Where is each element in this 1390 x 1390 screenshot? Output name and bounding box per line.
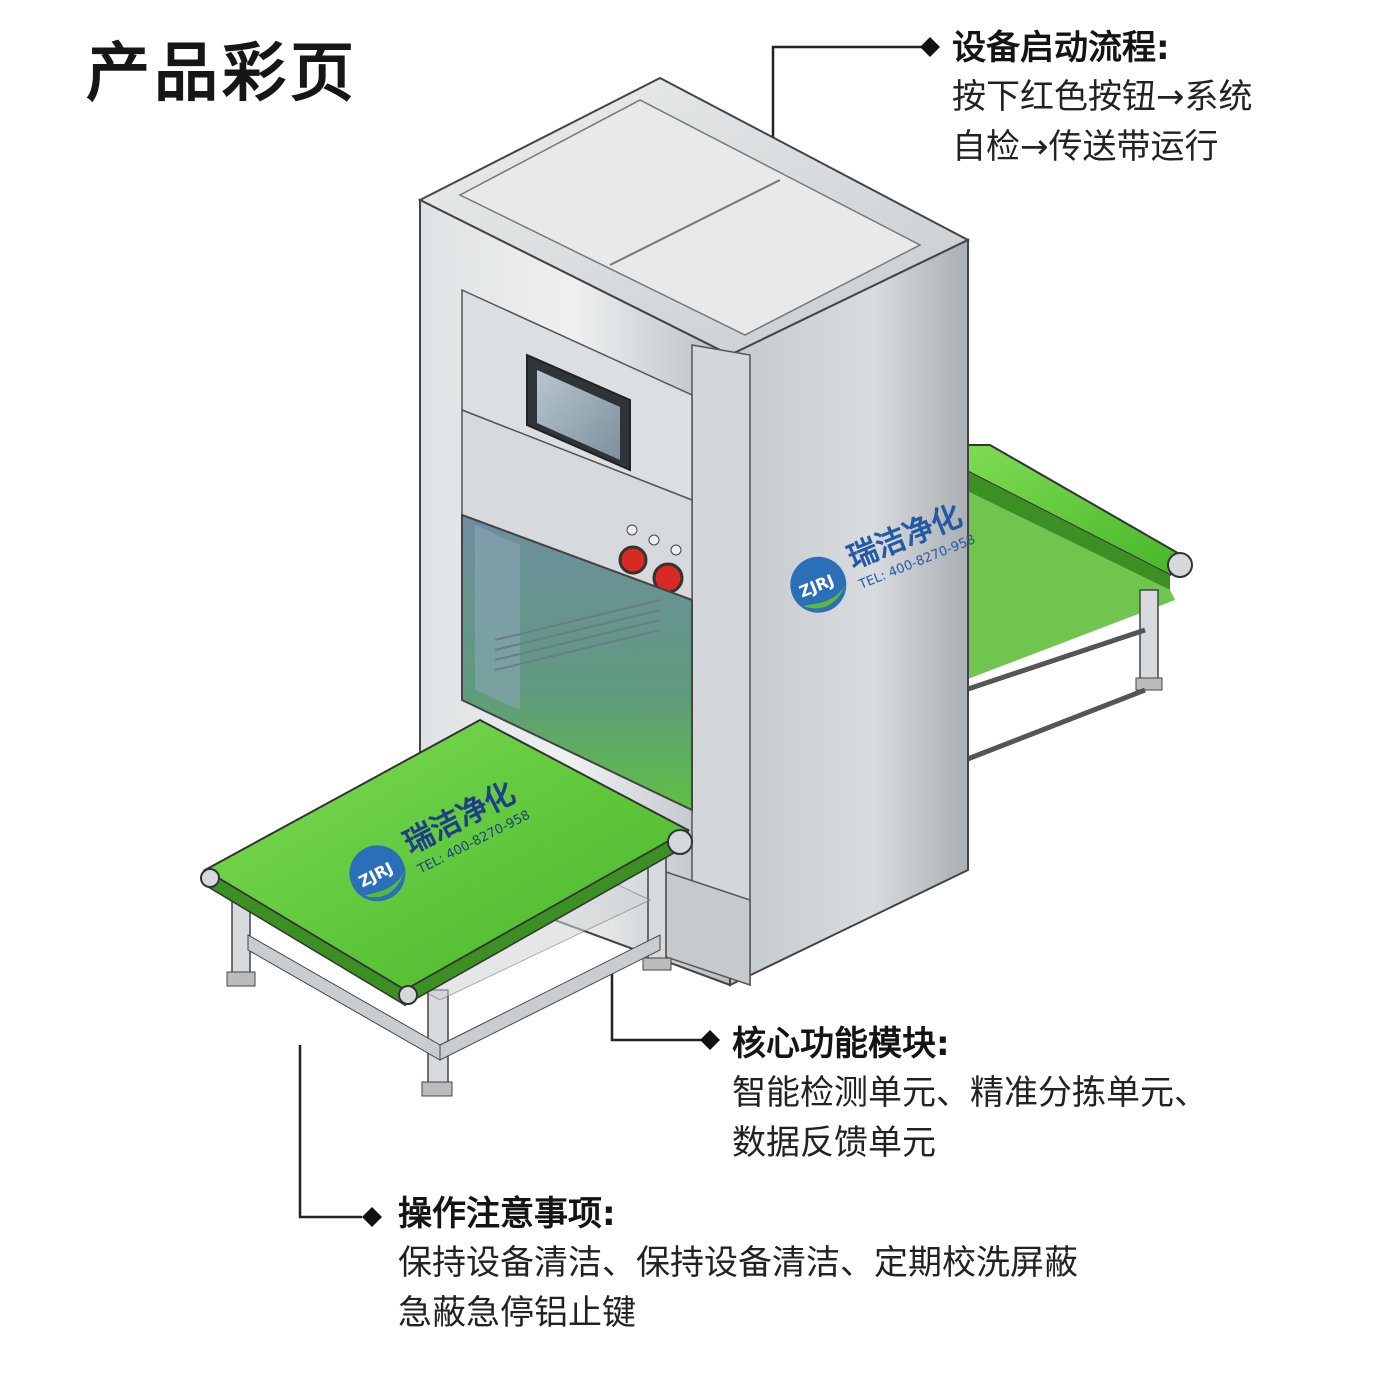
note-safety-line: 保持设备清洁、保持设备清洁、定期校洗屏蔽 bbox=[398, 1243, 1078, 1283]
note-startup-heading: 设备启动流程: bbox=[952, 28, 1170, 68]
leader-line-core bbox=[610, 968, 703, 1042]
red-button bbox=[618, 545, 648, 575]
rear-conveyor bbox=[964, 444, 1193, 763]
note-safety: 操作注意事项: 保持设备清洁、保持设备清洁、定期校洗屏蔽 急蔽急停铝止键 bbox=[398, 1190, 1078, 1338]
diamond-icon bbox=[362, 1207, 382, 1227]
diamond-icon bbox=[920, 37, 940, 57]
note-core: 核心功能模块: 智能检测单元、精准分拣单元、 数据反馈单元 bbox=[732, 1020, 1208, 1168]
leader-line-startup bbox=[771, 45, 922, 150]
leader-line-safety bbox=[298, 1045, 362, 1219]
indicator-light bbox=[670, 544, 682, 556]
diamond-icons bbox=[362, 37, 940, 1227]
note-startup-line: 自检→传送带运行 bbox=[952, 127, 1219, 167]
note-safety-line: 急蔽急停铝止键 bbox=[398, 1293, 636, 1333]
note-startup: 设备启动流程: 按下红色按钮→系统 自检→传送带运行 bbox=[952, 24, 1253, 172]
note-safety-heading: 操作注意事项: bbox=[398, 1194, 616, 1234]
indicator-light bbox=[626, 524, 638, 536]
front-conveyor bbox=[200, 718, 693, 1097]
note-core-heading: 核心功能模块: bbox=[732, 1024, 950, 1064]
note-core-line: 数据反馈单元 bbox=[732, 1123, 936, 1163]
leader-lines bbox=[298, 45, 922, 1219]
indicator-light bbox=[648, 534, 660, 546]
page-title: 产品彩页 bbox=[86, 37, 358, 111]
note-startup-line: 按下红色按钮→系统 bbox=[952, 77, 1253, 117]
note-core-line: 智能检测单元、精准分拣单元、 bbox=[732, 1073, 1208, 1113]
diamond-icon bbox=[700, 1030, 720, 1050]
